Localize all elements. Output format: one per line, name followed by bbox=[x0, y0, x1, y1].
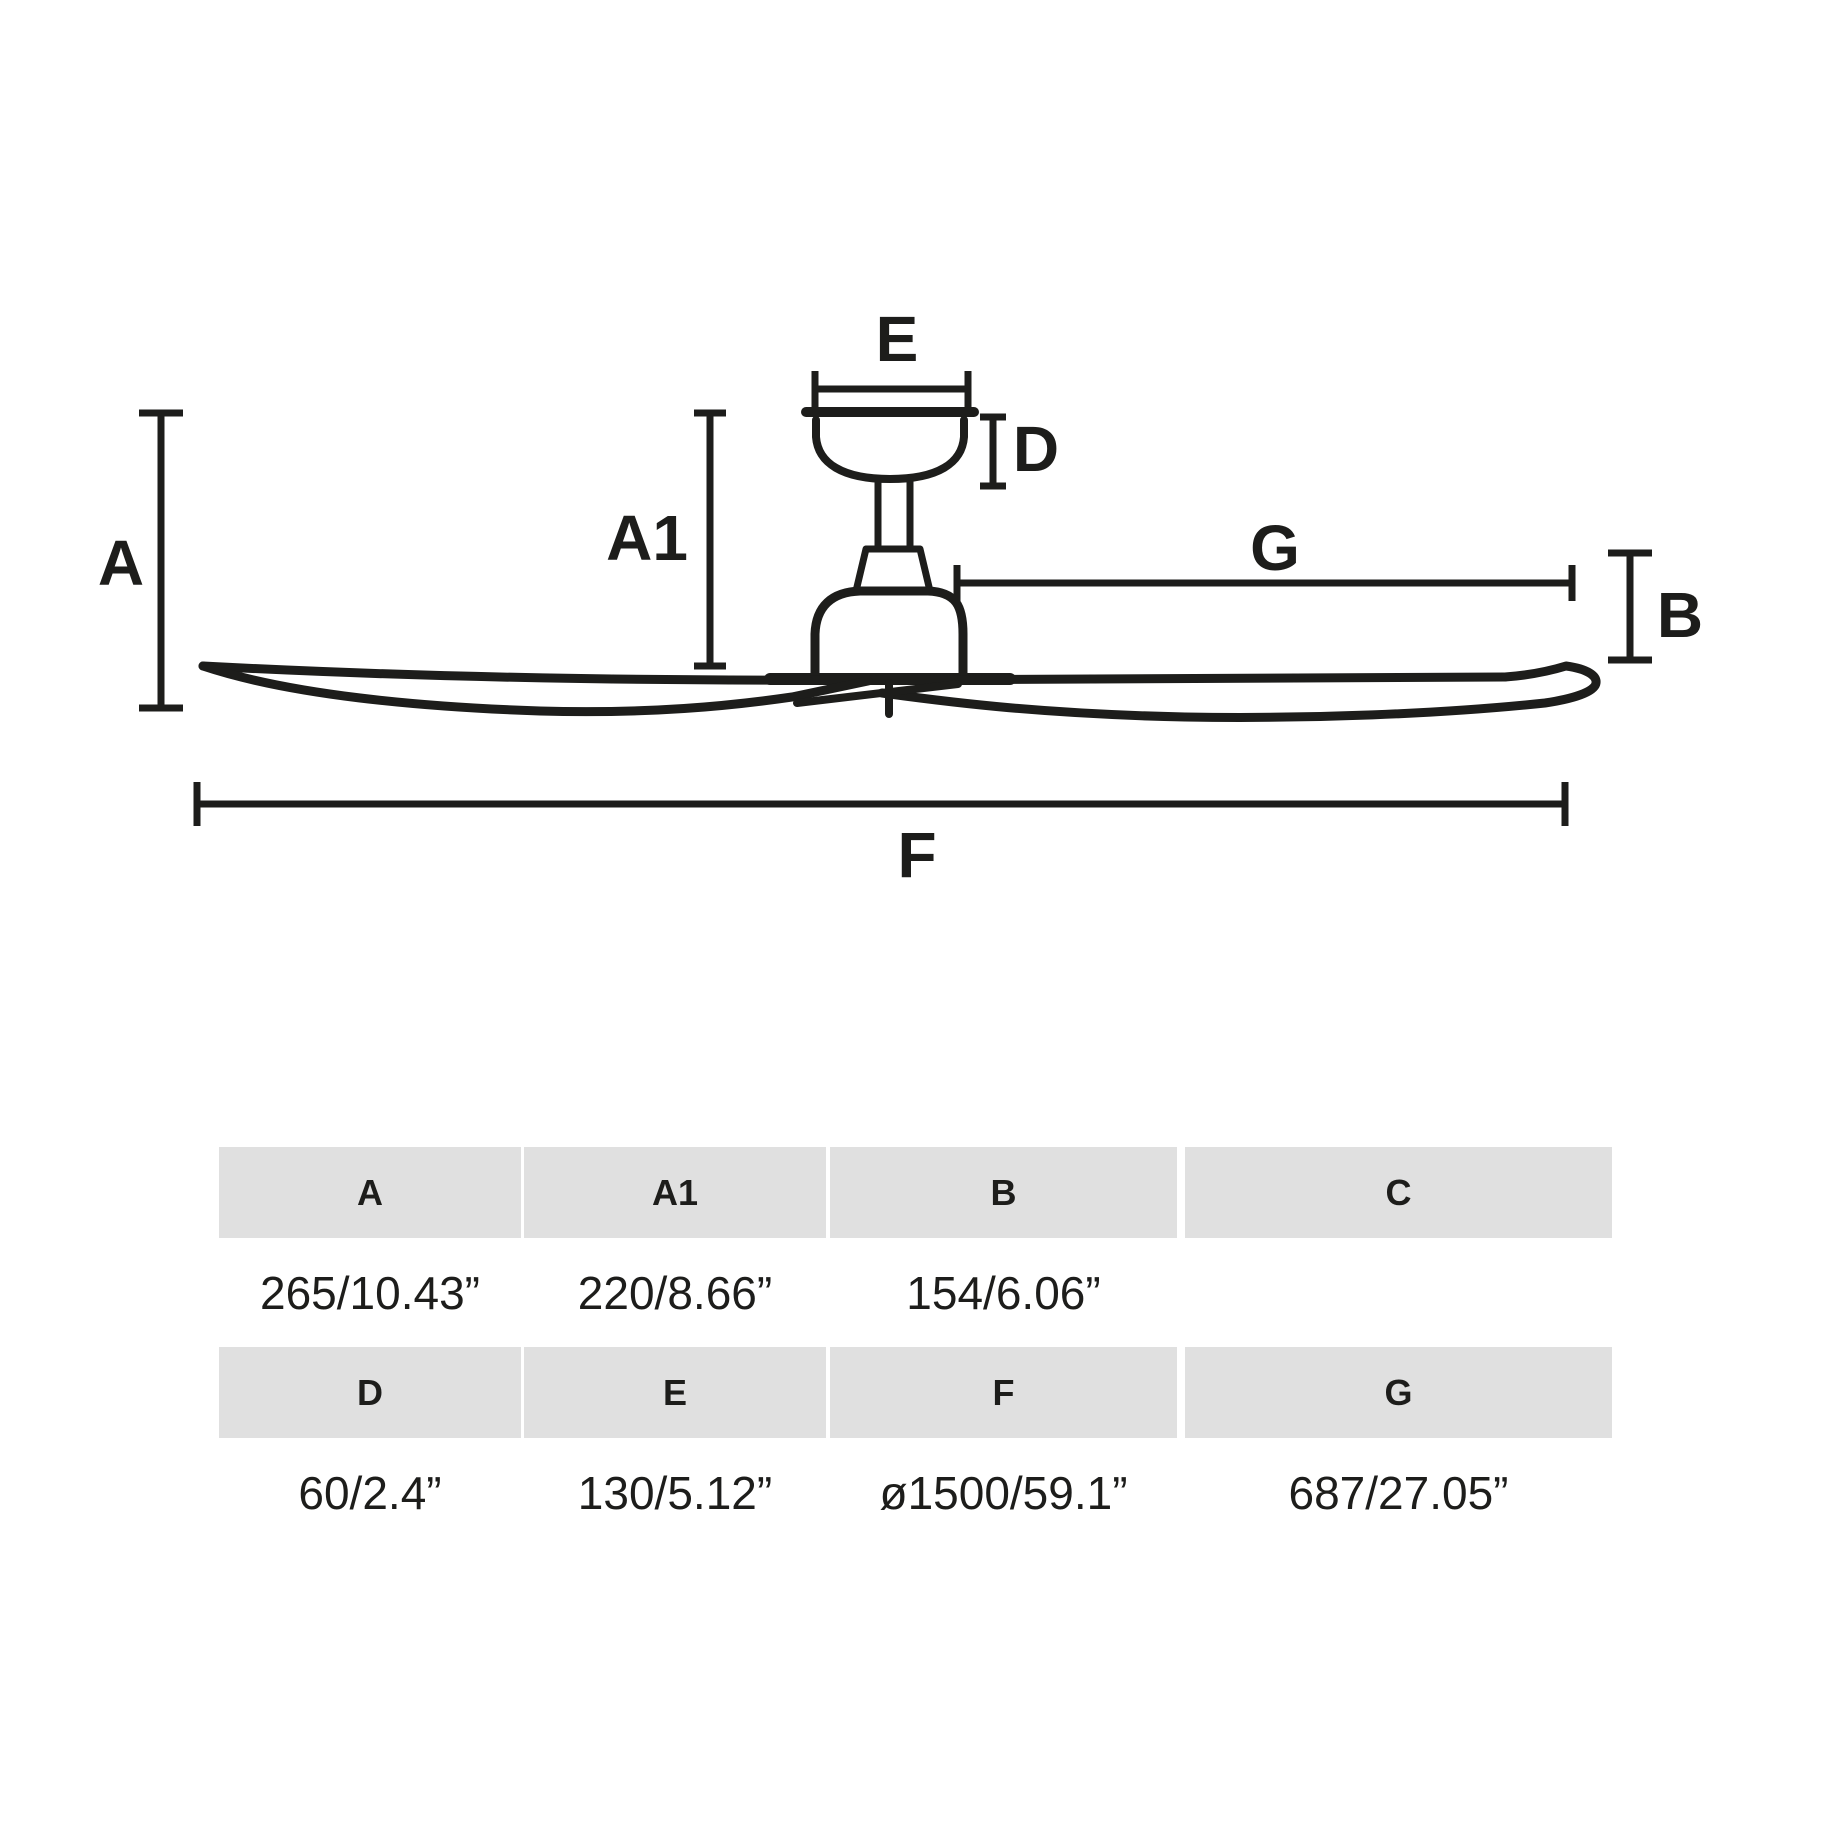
dim-label-b: B bbox=[1657, 579, 1703, 651]
dim-label-e: E bbox=[876, 303, 919, 375]
table-value-b: 154/6.06” bbox=[906, 1266, 1101, 1319]
table-value-g: 687/27.05” bbox=[1288, 1466, 1509, 1519]
table-header-cell-d: D bbox=[219, 1347, 521, 1438]
dim-line-f: F bbox=[193, 782, 1569, 891]
table-value-e: 130/5.12” bbox=[577, 1466, 773, 1519]
table-header-cell-g: G bbox=[1185, 1347, 1612, 1438]
table-value-a: 265/10.43” bbox=[260, 1266, 480, 1319]
table-value-d: 60/2.4” bbox=[298, 1466, 442, 1519]
table-header-cell-c: C bbox=[1185, 1147, 1612, 1238]
table-value-a1: 220/8.66” bbox=[577, 1266, 773, 1319]
dim-line-e: E bbox=[811, 303, 972, 407]
motor-housing bbox=[764, 586, 1016, 685]
table-header-cell-f: F bbox=[830, 1347, 1177, 1438]
table-header-cell-b: B bbox=[830, 1147, 1177, 1238]
dim-label-d: D bbox=[1013, 413, 1059, 485]
table-header-cell-a: A bbox=[219, 1147, 521, 1238]
table-header-row-2: D E F G bbox=[219, 1347, 1612, 1438]
table-header-row-1: A A1 B C bbox=[219, 1147, 1612, 1238]
downrod-mount bbox=[852, 545, 934, 595]
dim-line-a1: A1 bbox=[606, 409, 726, 670]
table-value-row-1: 265/10.43” 220/8.66” 154/6.06” bbox=[219, 1238, 1612, 1347]
table-value-row-2: 60/2.4” 130/5.12” ø1500/59.1” 687/27.05” bbox=[219, 1438, 1612, 1547]
fan-dimension-diagram: A A1 E D G B F bbox=[98, 303, 1703, 891]
dim-label-f: F bbox=[897, 819, 936, 891]
dim-label-a1: A1 bbox=[606, 502, 688, 574]
dim-line-g: G bbox=[953, 512, 1576, 601]
dim-line-d: D bbox=[980, 413, 1059, 490]
table-header-cell-a1: A1 bbox=[524, 1147, 826, 1238]
table-header-cell-e: E bbox=[524, 1347, 826, 1438]
table-value-f: ø1500/59.1” bbox=[879, 1466, 1128, 1519]
fan-blades bbox=[198, 661, 1601, 722]
dim-line-a: A bbox=[98, 409, 183, 712]
dim-label-a: A bbox=[98, 527, 144, 599]
canopy bbox=[801, 407, 979, 483]
spec-table: A A1 B C 265/10.43” 220/8.66” 154/6.06” … bbox=[219, 1147, 1612, 1547]
downrod bbox=[874, 475, 914, 553]
dim-label-g: G bbox=[1250, 512, 1300, 584]
dim-line-b: B bbox=[1608, 549, 1703, 664]
